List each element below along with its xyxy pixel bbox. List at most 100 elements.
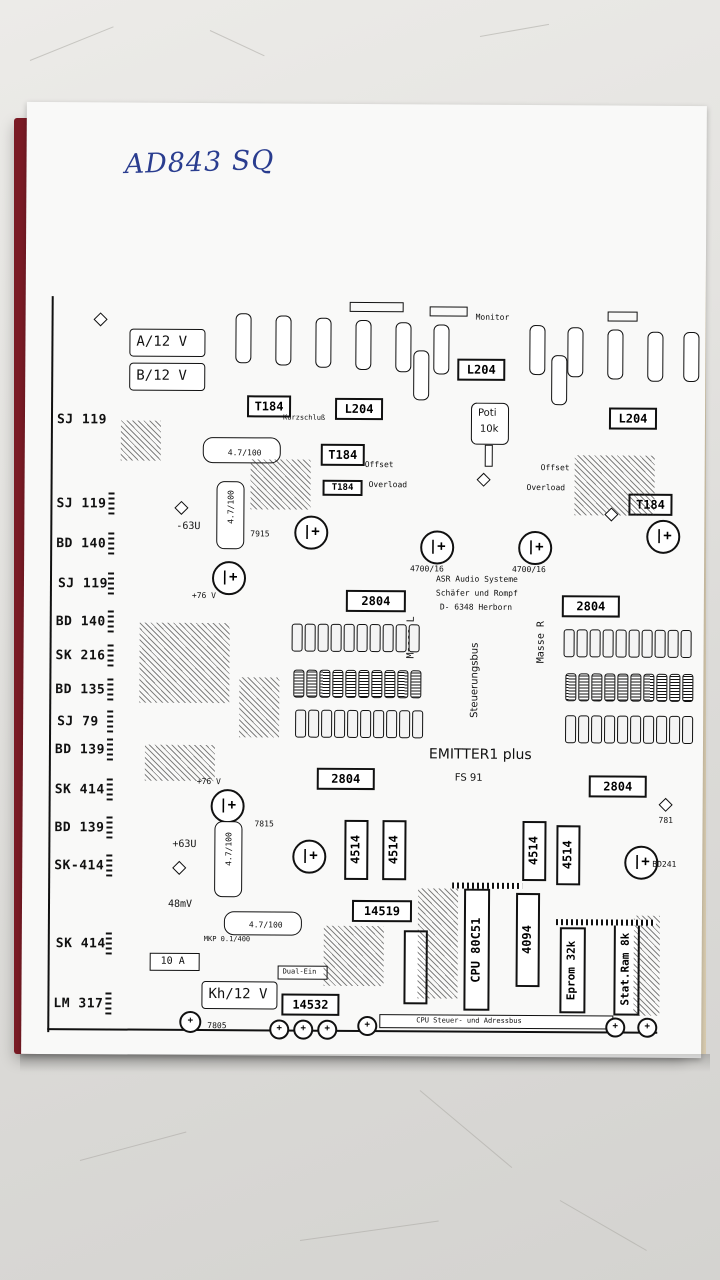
relay [551,355,568,406]
dual-ein-box: Dual-Ein [277,965,328,980]
film-cap-value: 4.7/100 [226,490,236,524]
regulator-label: 7815 [254,819,274,829]
transistor-pad [107,572,115,595]
offset-label: Offset [540,463,570,473]
cpu-bus: CPU Steuer- und Adressbus [379,1014,614,1030]
resistor-array [293,669,422,699]
pin-header [555,919,656,926]
transistor-pad [105,932,112,955]
company-name: ASR Audio Systeme [435,574,518,584]
transistor-label: BD 139 [54,820,105,836]
chip-2804: 2804 [345,589,406,613]
chip-t184: T184 [320,443,365,467]
company-owners: Schäfer und Rompf [435,588,518,598]
pin-header [452,882,523,889]
chip-14519: 14519 [351,899,413,923]
transistor-label: BD 139 [54,742,105,758]
monitor-pad [429,306,468,317]
regulator-label: 781 [658,815,674,825]
component-cluster [250,459,311,510]
test-point: + [179,1010,202,1034]
transistor-pad [107,678,114,701]
chip-op: T184 [322,479,363,496]
resistor-array [563,629,692,659]
cpu-chip: CPU 80C51 [463,888,491,1011]
marble-vein [29,26,114,61]
chip-l204: L204 [457,358,506,381]
transistor-pad [106,854,113,877]
relay [235,313,252,364]
component-cluster [139,622,230,704]
transistor-label: SK 216 [55,648,106,664]
poti: Poti 10k [470,402,510,445]
steuerungsbus-label: Steuerungsbus [469,642,481,718]
chip-4094: 4094 [515,892,541,988]
sheet-shadow [20,1054,710,1072]
cap-spec: MKP 0.1/400 [203,935,251,944]
relay-b-label: B/12 V [136,367,187,384]
resistor-array [565,673,694,703]
electrolytic-cap: |+ [211,561,247,596]
cap-value: 4700/16 [512,564,546,575]
relay [275,315,292,366]
chip-4514: 4514 [522,820,547,882]
poti-label: Poti [477,407,497,419]
mounting-mark [658,797,673,812]
chip-2804: 2804 [588,775,647,798]
chip-2804: 2804 [316,767,375,791]
marble-vein [479,23,550,37]
chip-l204: L204 [334,397,384,421]
component-cluster [633,915,660,1016]
monitor-pad [607,311,638,322]
component-cluster [574,455,655,516]
test-point: + [605,1017,626,1038]
relay [607,329,624,380]
transistor-label: SK 414 [54,782,105,798]
poti-value: 10k [479,423,499,435]
film-cap-value: 4.7/100 [224,832,234,866]
transistor-pad [108,532,115,555]
monitor-label: Monitor [475,312,510,322]
mounting-mark [476,472,491,487]
transistor-pad [107,710,114,733]
marble-vein [419,1090,513,1169]
chip-l204: L204 [608,407,658,430]
regulator-label: 7915 [250,529,270,539]
component-cluster [417,888,459,999]
board-name: EMITTER1 plus [428,746,532,764]
relay-a: A/12 V [129,328,206,358]
offset-label: Offset [364,460,394,470]
pcb-layout: SJ 119 SJ 119 BD 140 SJ 119 BD 140 SK 21… [47,292,700,1040]
resistor-array [291,623,420,653]
transistor-pad [106,738,114,761]
test-point: + [269,1019,290,1040]
transistor-label: SJ 119 [56,496,107,512]
transistor-pad [107,610,114,633]
component-cluster [323,925,384,987]
transistor-pad [106,816,113,839]
film-cap: 4.7/100 [216,481,245,550]
voltage-label: -63U [176,520,201,532]
component-cluster [239,677,280,738]
mounting-mark [172,860,187,875]
electrolytic-cap: |+ [292,839,327,874]
eprom-chip: Eprom 32k [559,927,586,1014]
resistor-array [565,715,694,745]
kurzschluss-label: Kurzschluß [282,413,326,422]
film-cap: 4.7/100 [223,911,302,936]
transistor-label: BD 135 [55,682,106,698]
electrolytic-cap: |+ [420,530,455,565]
fuse: 10 A [149,952,200,972]
voltage-label: 48mV [167,898,193,910]
mounting-mark [174,500,189,515]
film-cap: 4.7/100 [214,821,243,898]
transistor-label: SK-414 [54,858,105,874]
relay-kh: Kh/12 V [201,981,278,1010]
overload-label: Overload [368,480,408,490]
cpu-bus-label: CPU Steuer- und Adressbus [416,1016,522,1025]
transistor-label: BD 140 [55,614,106,630]
resistor-array [295,709,424,739]
film-cap-value: 4.7/100 [227,448,262,458]
marble-vein [299,1220,439,1241]
component-cluster [144,744,215,782]
